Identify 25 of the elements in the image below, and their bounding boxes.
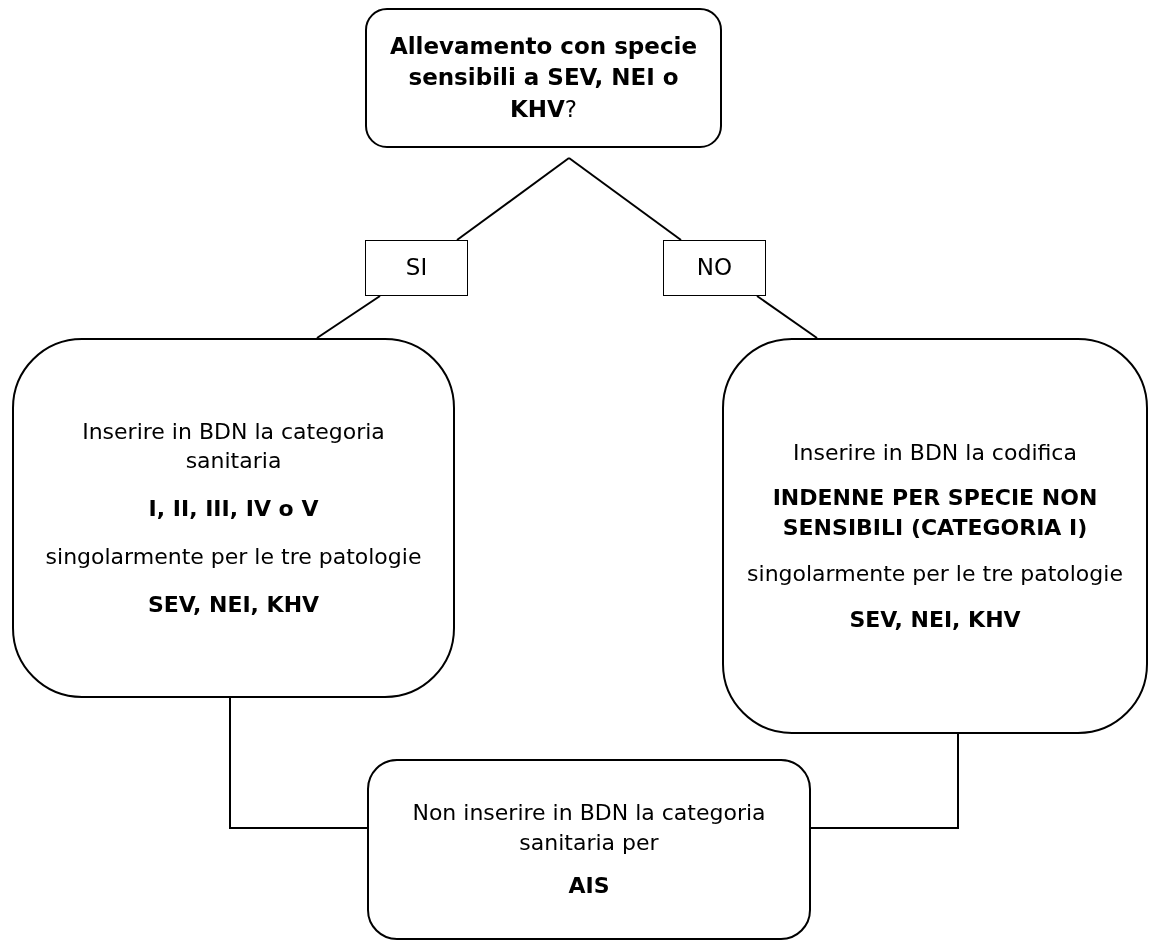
node-text: Inserire in BDN la categoria sanitaria [81, 417, 386, 476]
answer-label-box [663, 240, 766, 296]
node-text: SI [405, 253, 428, 283]
connector-line [316, 295, 381, 339]
node-text: Non inserire in BDN la categoria sanitaria per [411, 798, 767, 857]
node-text: Inserire in BDN la codifica [793, 438, 1077, 467]
bold-label: INDENNE PER SPECIE NON SENSIBILI (CATEGORIA I) [771, 484, 1099, 543]
bold-label: I, II, III, IV o V [148, 495, 319, 524]
answer-label-box [365, 240, 468, 296]
bold-label: AIS [568, 872, 610, 901]
node-text: singolarmente per le tre patologie [45, 542, 422, 571]
connector-line [456, 157, 570, 241]
node-text: singolarmente per le tre patologie [747, 559, 1123, 588]
connector-line [756, 295, 818, 339]
process-box [367, 759, 811, 940]
process-box [722, 338, 1148, 734]
connector-line [229, 697, 368, 829]
decision-box [365, 8, 722, 148]
connector-line [810, 733, 959, 829]
process-box [12, 338, 455, 698]
node-text: NO [696, 253, 733, 283]
bold-label: SEV, NEI, KHV [147, 590, 320, 619]
connector-line [568, 157, 682, 241]
bold-label: SEV, NEI, KHV [849, 605, 1021, 634]
node-text: Allevamento con specie sensibili a SEV, NEI o KHV? [388, 32, 699, 124]
